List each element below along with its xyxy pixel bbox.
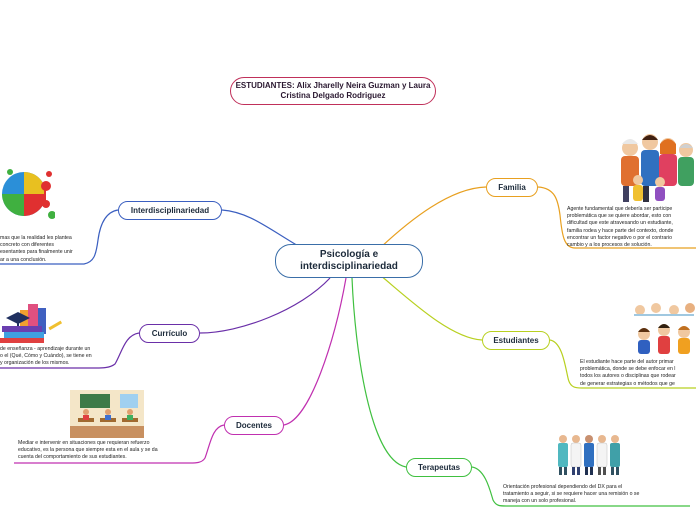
underline-docentes bbox=[14, 424, 225, 464]
underline-estudiantes bbox=[549, 339, 696, 389]
underline-familia bbox=[537, 186, 696, 249]
topic-docentes[interactable]: Docentes bbox=[224, 416, 284, 435]
description-interdisciplinariedad: mas que la realidad les plantea concreto… bbox=[0, 235, 73, 263]
link-familia bbox=[379, 186, 487, 249]
topic-curriculo[interactable]: Currículo bbox=[139, 324, 200, 343]
books-icon bbox=[0, 304, 62, 343]
description-curriculo: de enseñanza - aprendizaje durante un o … bbox=[0, 346, 92, 367]
children-icon bbox=[634, 303, 695, 354]
underline-curriculo bbox=[0, 332, 140, 369]
topic-interdisciplinariedad[interactable]: Interdisciplinariedad bbox=[118, 201, 222, 220]
description-estudiantes: El estudiante hace parte del autor prima… bbox=[580, 359, 676, 387]
description-docentes: Mediar e intervenir en situaciones que r… bbox=[18, 440, 158, 461]
link-docentes bbox=[283, 277, 347, 426]
puzzle-icon bbox=[2, 169, 55, 219]
description-familia: Agente fundamental que debería ser parti… bbox=[567, 206, 674, 249]
students-names-box[interactable]: ESTUDIANTES: Alix Jharelly Neira Guzman … bbox=[230, 77, 436, 105]
link-estudiantes bbox=[379, 274, 483, 341]
central-topic[interactable]: Psicología e interdisciplinariedad bbox=[275, 244, 423, 278]
topic-estudiantes[interactable]: Estudiantes bbox=[482, 331, 550, 350]
link-curriculo bbox=[199, 277, 331, 334]
topic-terapeutas[interactable]: Terapeutas bbox=[406, 458, 472, 477]
classroom-icon bbox=[70, 390, 144, 438]
link-terapeutas bbox=[351, 277, 407, 468]
topic-familia[interactable]: Familia bbox=[486, 178, 538, 197]
underline-terapeutas bbox=[471, 466, 690, 507]
underline-interdisciplinariedad bbox=[0, 209, 119, 265]
family-icon bbox=[621, 134, 694, 202]
medical-team-icon bbox=[558, 435, 620, 475]
description-terapeutas: Orientación profesional dependiendo del … bbox=[503, 484, 640, 505]
